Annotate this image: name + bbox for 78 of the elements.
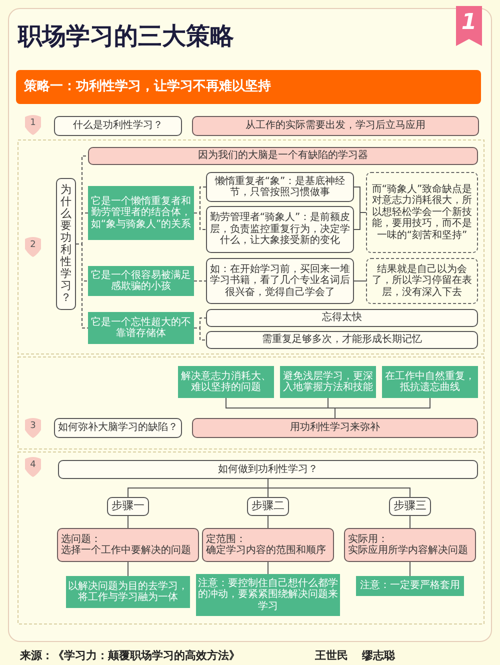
key-point-box: [178, 366, 274, 398]
highlight-text: 从工作的实际需要出发，学习后立马应用: [246, 120, 426, 132]
key-point-box: [66, 576, 190, 608]
question-box: [58, 460, 478, 479]
question-text: 如何做到功利性学习？: [218, 464, 318, 476]
note-box: [206, 309, 478, 327]
step-title: 实际用：: [348, 534, 388, 544]
key-point-text: 以解决问题为目的去学习，将工作与学习融为一体: [68, 580, 188, 604]
key-point-text: 解决意志力消耗大、难以坚持的问题: [180, 370, 272, 394]
key-point-box: [356, 576, 464, 596]
step-label: 步骤二: [252, 500, 284, 513]
author-name: 王世民: [315, 648, 348, 663]
note-text: 懒惰重复者“象”：是基底神经节，只管按照习惯做事: [214, 176, 346, 198]
step-label: 步骤三: [394, 500, 426, 513]
note-box: [206, 331, 478, 349]
note-text: 需重复足够多次，才能形成长期记忆: [262, 334, 422, 346]
note-box: [206, 258, 354, 304]
question-text: 如何弥补大脑学习的缺陷？: [58, 422, 178, 434]
note-box: [206, 206, 354, 253]
key-point-text: 在工作中自然重复，抵抗遗忘曲线: [384, 370, 476, 394]
ribbon-badge: 1: [456, 6, 482, 46]
shield-badge: 4: [24, 456, 42, 478]
dashed-connector: [194, 212, 206, 230]
key-point-text: 注意：一定要严格套用: [360, 580, 460, 592]
key-point-text: 它是一个忘性超大的不靠谱存储体: [90, 316, 192, 340]
connector-line: [354, 212, 366, 230]
step-box: [107, 497, 149, 516]
step-detail-box: [344, 528, 476, 562]
step-description: 选择一个工作中要解决的问题: [61, 545, 191, 556]
highlight-box: [192, 116, 479, 136]
vertical-question-box: [56, 178, 76, 310]
dashed-connector: [194, 280, 206, 282]
step-description: 实际应用所学内容解决问题: [348, 545, 468, 556]
question-text: 什么是功利性学习？: [73, 120, 163, 132]
step-title: 选问题：: [61, 534, 101, 544]
step-title: 定范围：: [206, 534, 246, 544]
question-box: [54, 116, 182, 136]
note-text: 忘得太快: [322, 312, 362, 324]
shield-badge: 1: [24, 114, 42, 136]
banner-heading: 策略一：功利性学习，让学习不再难以坚持: [24, 80, 271, 94]
step-detail-box: [57, 528, 199, 562]
shield-badge: 3: [24, 417, 42, 439]
author-name: 缪志聪: [362, 648, 395, 663]
question-box: [54, 418, 182, 438]
key-point-text: 它是一个很容易被满足感欺骗的小孩: [90, 270, 192, 292]
key-point-box: [88, 186, 194, 240]
key-point-text: 避免浅层学习，更深入地掌握方法和技能: [282, 370, 374, 394]
step-label: 步骤一: [112, 500, 144, 513]
key-point-box: [88, 312, 194, 344]
conclusion-text: 结果就是自己以为会了，所以学习停留在表层，没有深入下去: [371, 264, 473, 298]
step-description: 确定学习内容的范围和顺序: [206, 545, 326, 556]
connector-line: [354, 280, 366, 282]
note-text: 勤劳管理者“骑象人”：是前额皮层，负责监控重复行为，决定学什么，让大象接受新的变化: [209, 212, 351, 247]
dashed-connector: [194, 328, 206, 340]
source-note: 来源：《学习力：颠覆职场学习的高效方法》: [20, 648, 240, 663]
highlight-text: 因为我们的大脑是一个有缺陷的学习器: [198, 150, 368, 162]
dashed-note-box: [366, 172, 478, 253]
key-point-text: 注意：要控制住自己想什么都学的冲动，要紧紧围绕解决问题来学习: [198, 578, 338, 612]
step-box: [247, 497, 289, 516]
shield-badge: 2: [24, 236, 42, 258]
connector-line: [334, 398, 430, 418]
connector-line: [268, 478, 410, 498]
note-box: [206, 172, 354, 202]
step-box: [389, 497, 431, 516]
conclusion-text: 而“骑象人”致命缺点是对意志力消耗很大，所以想轻松学会一个新技能，要用技巧，而不是一味的“刻苦和坚持”: [370, 184, 474, 242]
page-title: 职场学习的三大策略: [18, 21, 234, 52]
dashed-connector: [76, 244, 88, 328]
section-banner: [16, 70, 481, 104]
highlight-text: 用功利性学习来弥补: [290, 422, 380, 434]
key-point-box: [280, 366, 376, 398]
question-text: 为什么要功利性学习？: [60, 184, 72, 304]
key-point-box: [382, 366, 478, 398]
key-point-text: 它是一个懒惰重复者和勤劳管理者的结合体，如“象与骑象人”的关系: [90, 196, 192, 230]
highlight-box: [192, 418, 478, 438]
highlight-box: [88, 147, 478, 165]
dashed-note-box: [366, 258, 478, 304]
step-detail-box: [202, 528, 334, 562]
note-text: 如：在开始学习前，买回来一堆学习书籍，看了几个专业名词后很兴奋，觉得自己学会了: [209, 264, 351, 298]
